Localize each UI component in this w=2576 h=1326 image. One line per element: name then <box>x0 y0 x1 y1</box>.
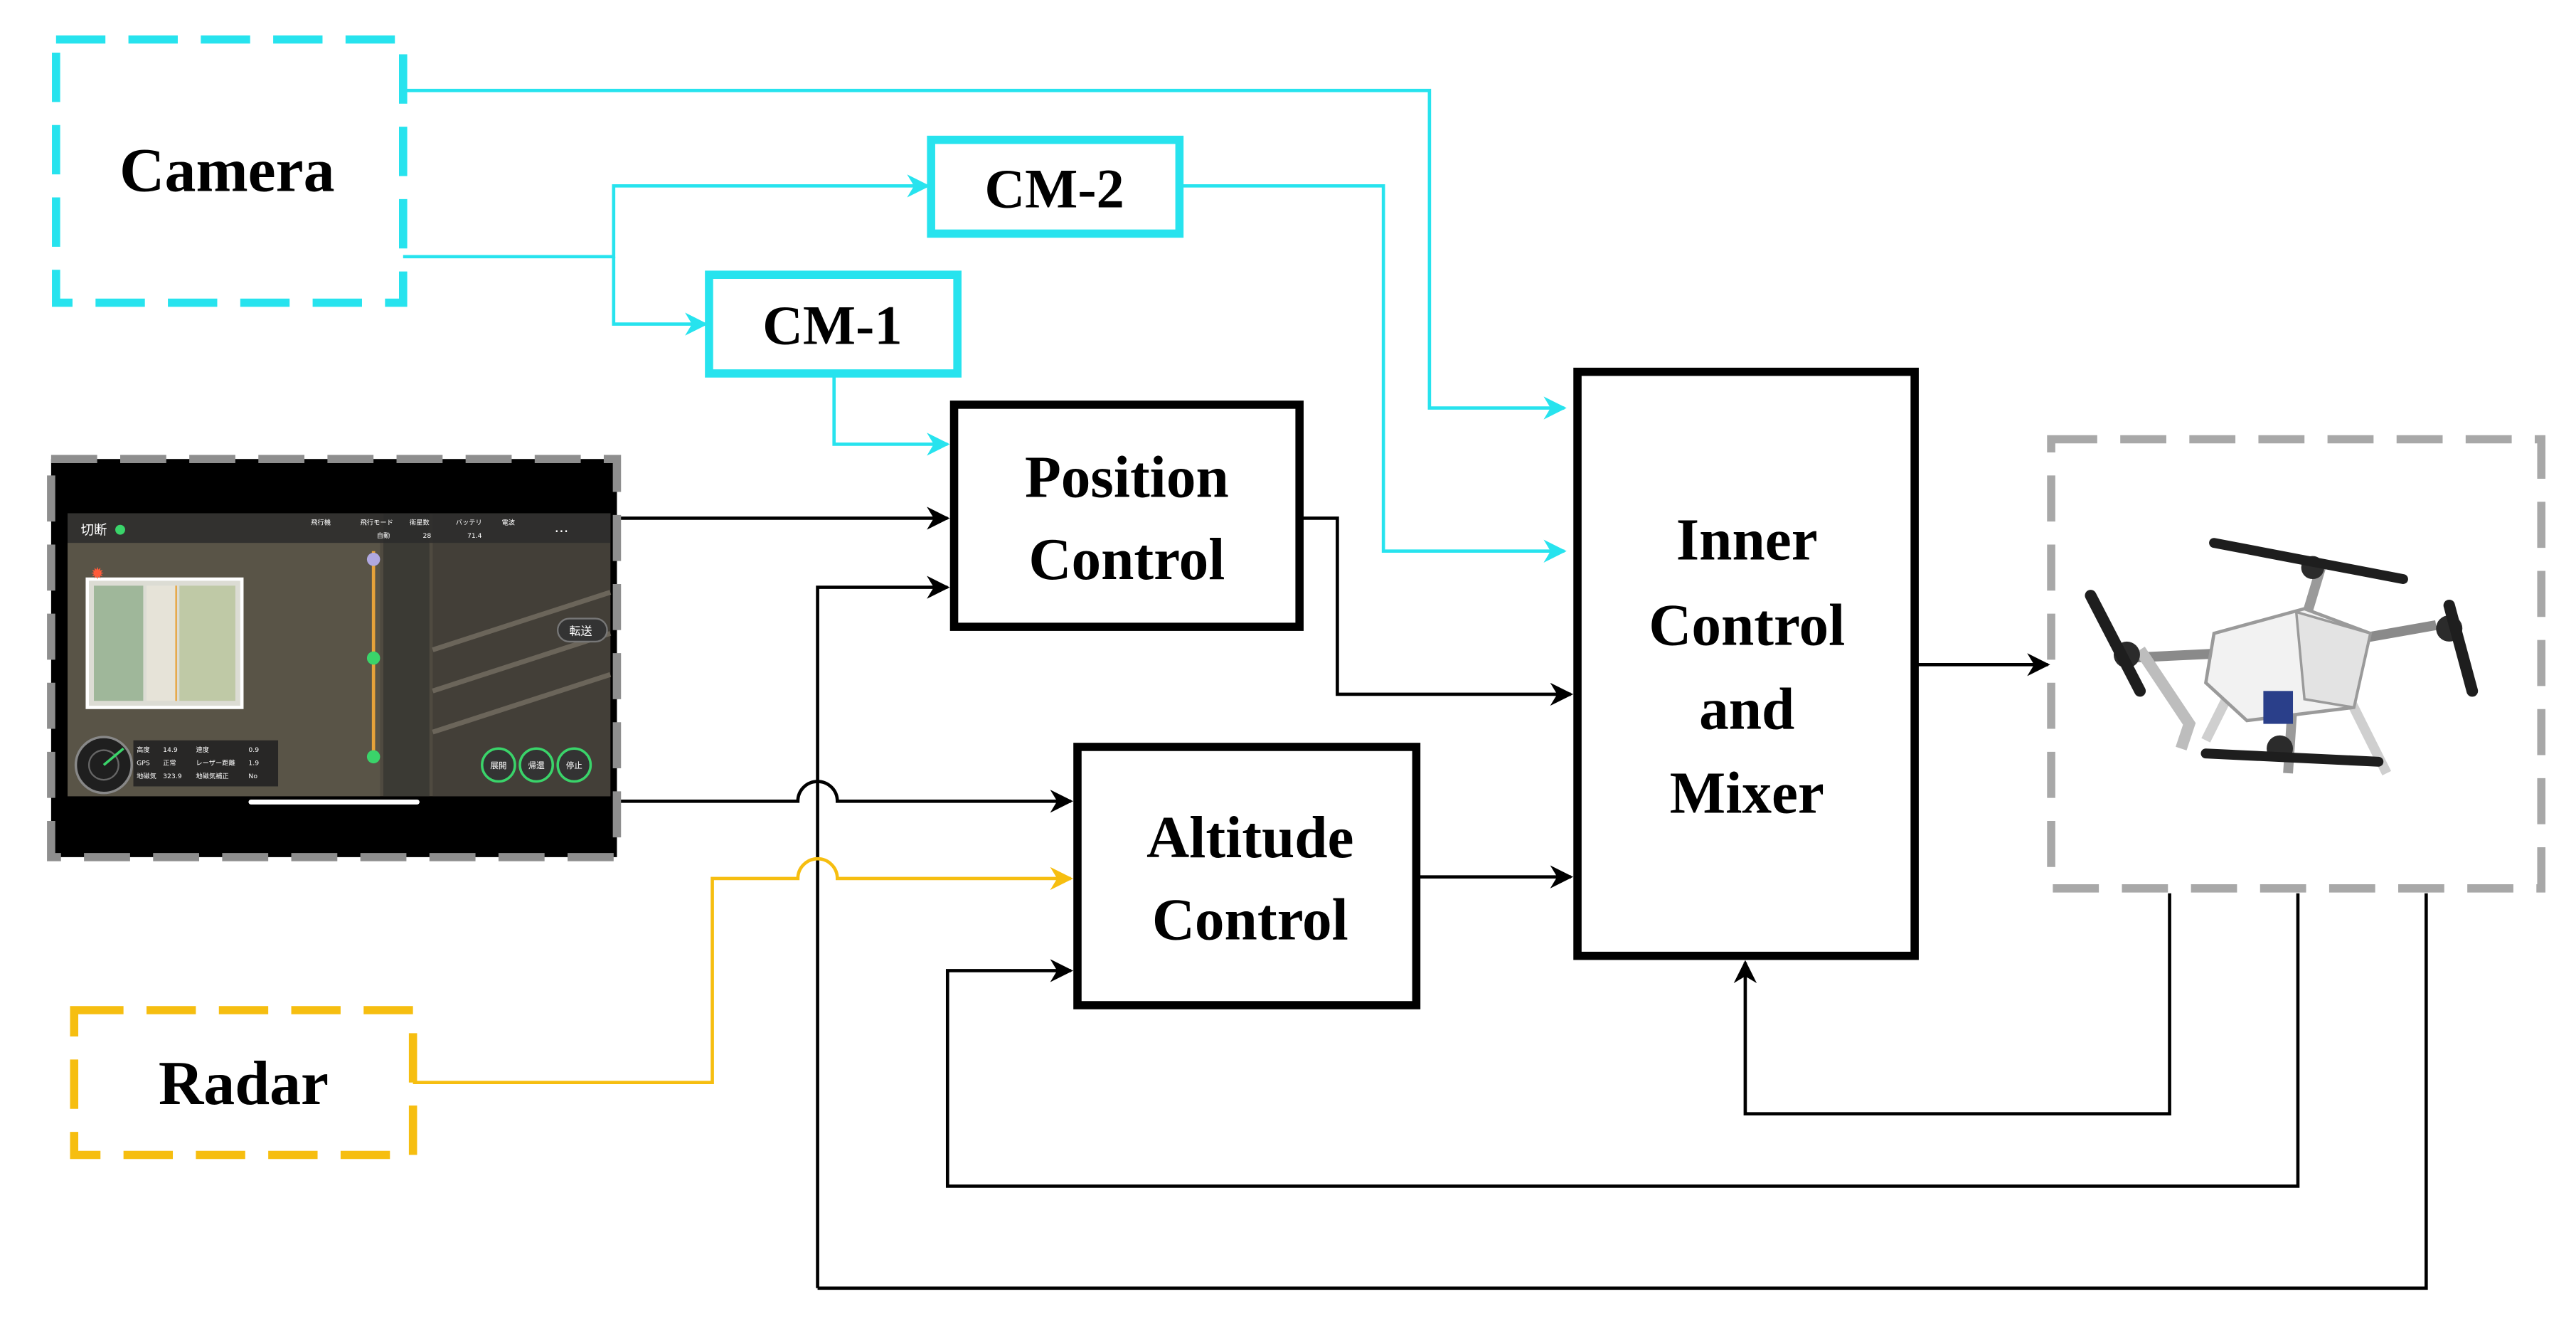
badge-signal: 電波 <box>502 519 516 527</box>
camera-to-inner-line <box>403 88 1567 420</box>
stop-label: 停止 <box>566 760 582 770</box>
position-label-line1: Position <box>1025 445 1229 510</box>
badge-battery: バッテリ <box>456 519 482 527</box>
control-lines <box>620 506 2428 1290</box>
return-button[interactable] <box>518 747 554 783</box>
radar-to-altitude-line <box>413 856 1073 1085</box>
camera-to-cm1-line <box>612 256 708 336</box>
deploy-button[interactable] <box>481 747 516 783</box>
status-dot-icon <box>115 524 125 535</box>
position-feedback-line <box>816 576 950 1288</box>
camera-label: Camera <box>119 136 335 205</box>
telemetry-gps-value: 正常 <box>163 758 176 767</box>
mode-value: 自動 <box>377 531 390 540</box>
telemetry-gps-label: GPS <box>137 759 150 767</box>
satellite-value: 28 <box>423 532 432 540</box>
cm1-block: CM-1 <box>705 270 962 378</box>
cm2-label: CM-2 <box>984 158 1124 220</box>
cm1-to-position-line <box>832 373 950 456</box>
radar-label: Radar <box>159 1049 329 1118</box>
cm1-label: CM-1 <box>762 295 903 356</box>
telemetry-compass-cal-label: 地磁気補正 <box>196 772 228 780</box>
altitude-label-line1: Altitude <box>1146 805 1353 871</box>
telemetry-compass-label: 地磁気 <box>137 772 156 780</box>
drone-icon <box>2085 538 2479 776</box>
battery-value: 71.4 <box>467 532 482 540</box>
badge-flight-mode: 飛行モード <box>361 519 393 527</box>
telemetry-speed-label: 速度 <box>196 746 209 754</box>
cm2-block: CM-2 <box>927 135 1184 238</box>
inner-label-line1: Inner <box>1676 507 1818 573</box>
position-control-block: Position Control <box>949 401 1304 631</box>
badge-aircraft: 飛行機 <box>311 519 331 527</box>
camera-signal-lines <box>403 88 1567 563</box>
home-indicator <box>248 799 420 805</box>
telemetry-compass-cal-value: No <box>248 773 257 780</box>
inner-label-line2: Control <box>1649 593 1845 659</box>
badge-satellites: 衛星数 <box>410 519 430 527</box>
more-icon[interactable]: ··· <box>555 523 569 540</box>
telemetry-altitude-label: 高度 <box>137 746 150 754</box>
inner-control-mixer-block: Inner Control and Mixer <box>1573 367 1919 960</box>
telemetry-laser-value: 1.9 <box>248 759 259 767</box>
drone-to-altitude-feedback-line <box>945 893 2300 1188</box>
position-to-inner-line <box>1299 516 1574 706</box>
transfer-button[interactable] <box>557 617 608 643</box>
screen-to-altitude-line <box>620 780 1073 813</box>
mini-radar-widget <box>74 736 133 795</box>
camera-split-line <box>403 174 930 259</box>
stop-button[interactable] <box>556 747 592 783</box>
cm2-to-inner-line <box>1179 184 1567 563</box>
drone-to-position-feedback-line <box>817 893 2428 1290</box>
telemetry-panel <box>133 740 279 787</box>
return-label: 帰還 <box>528 760 545 770</box>
radar-block: Radar <box>70 1006 417 1160</box>
drone-picture <box>2047 435 2546 893</box>
deploy-label: 展開 <box>490 760 506 770</box>
camera-block: Camera <box>52 35 408 307</box>
inner-label-line4: Mixer <box>1670 760 1824 826</box>
altitude-control-block: Altitude Control <box>1073 743 1421 1009</box>
recording-icon: ✹ <box>90 565 104 583</box>
telemetry-compass-value: 323.9 <box>163 773 182 780</box>
disconnect-text: 切断 <box>81 524 107 539</box>
telemetry-speed-value: 0.9 <box>248 746 259 754</box>
inner-label-line3: and <box>1699 677 1794 743</box>
transfer-label: 転送 <box>569 625 592 638</box>
altitude-label-line2: Control <box>1152 888 1348 953</box>
position-label-line2: Control <box>1028 527 1225 593</box>
telemetry-laser-label: レーザー距離 <box>196 758 235 767</box>
drone-to-inner-feedback-line <box>1733 893 2171 1115</box>
telemetry-altitude-value: 14.9 <box>163 746 178 754</box>
ground-station-screen: 切断 飛行機 飛行モード 衛星数 バッテリ 電波 自動 28 71.4 ··· … <box>47 455 622 861</box>
